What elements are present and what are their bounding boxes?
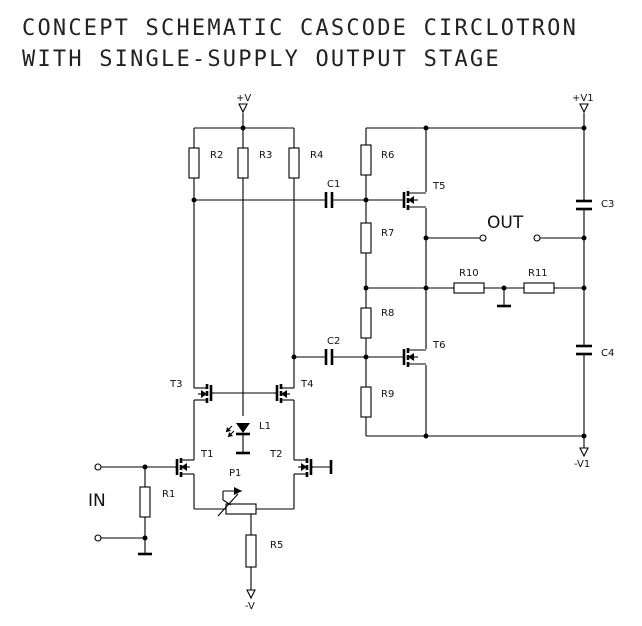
label-c3: C3 — [601, 199, 614, 210]
label-t2: T2 — [269, 449, 282, 460]
resistor-r7 — [360, 222, 372, 254]
input-terminal-bottom — [94, 534, 102, 542]
resistor-r6 — [360, 144, 372, 176]
transistor-t6 — [402, 348, 426, 367]
label-p1: P1 — [229, 468, 241, 479]
transistor-t4 — [274, 384, 295, 410]
resistor-r5 — [245, 534, 257, 568]
label-t4: T4 — [300, 379, 313, 390]
supply-arrow-pos1 — [579, 103, 589, 114]
label-r3: R3 — [259, 150, 272, 161]
label-pos-supply: +V — [236, 93, 251, 104]
capacitor-c2 — [324, 349, 334, 365]
junction-dots — [142, 125, 587, 541]
label-l1: L1 — [259, 421, 271, 432]
transistor-t3 — [193, 384, 214, 410]
resistor-r11 — [523, 282, 555, 294]
label-neg-supply: -V — [245, 601, 255, 612]
label-r5: R5 — [270, 540, 283, 551]
label-c2: C2 — [327, 336, 340, 347]
label-r1: R1 — [162, 489, 175, 500]
capacitor-c3 — [576, 199, 592, 211]
capacitor-c1 — [324, 192, 334, 208]
resistor-r10 — [453, 282, 485, 294]
capacitor-c4 — [576, 344, 592, 356]
label-r11: R11 — [528, 268, 548, 279]
led-l1 — [225, 423, 250, 438]
resistor-r1 — [139, 486, 151, 518]
resistor-r9 — [360, 386, 372, 418]
label-neg1-supply: -V1 — [574, 459, 590, 470]
supply-arrow-neg1 — [579, 447, 589, 458]
input-section-wiring — [101, 113, 366, 590]
output-section-wiring — [365, 113, 585, 448]
label-r9: R9 — [381, 389, 394, 400]
output-terminal-right — [533, 234, 541, 242]
label-r4: R4 — [310, 150, 323, 161]
output-terminal-left — [479, 234, 487, 242]
label-r10: R10 — [459, 268, 479, 279]
transistor-t5 — [402, 191, 426, 210]
input-label: IN — [88, 491, 106, 511]
label-c4: C4 — [601, 348, 614, 359]
label-t3: T3 — [169, 379, 182, 390]
resistor-r4 — [288, 147, 300, 179]
label-t5: T5 — [432, 181, 445, 192]
supply-arrow-neg — [246, 589, 256, 600]
label-t6: T6 — [432, 340, 445, 351]
resistor-r2 — [188, 147, 200, 179]
title-line-2: WITH SINGLE-SUPPLY OUTPUT STAGE — [22, 47, 501, 72]
potentiometer-p1 — [217, 487, 257, 517]
transistor-t1 — [174, 455, 195, 477]
resistor-r3 — [237, 147, 249, 179]
label-r2: R2 — [210, 150, 223, 161]
transistor-t2 — [293, 455, 314, 477]
label-r8: R8 — [381, 308, 394, 319]
label-t1: T1 — [200, 449, 213, 460]
supply-arrow-pos — [238, 103, 248, 114]
label-c1: C1 — [327, 179, 340, 190]
input-terminal-top — [94, 463, 102, 471]
title-line-1: CONCEPT SCHEMATIC CASCODE CIRCLOTRON — [22, 16, 579, 41]
label-r7: R7 — [381, 228, 394, 239]
resistor-r8 — [360, 307, 372, 339]
label-r6: R6 — [381, 150, 394, 161]
label-pos1-supply: +V1 — [572, 93, 594, 104]
output-label: OUT — [487, 213, 524, 233]
